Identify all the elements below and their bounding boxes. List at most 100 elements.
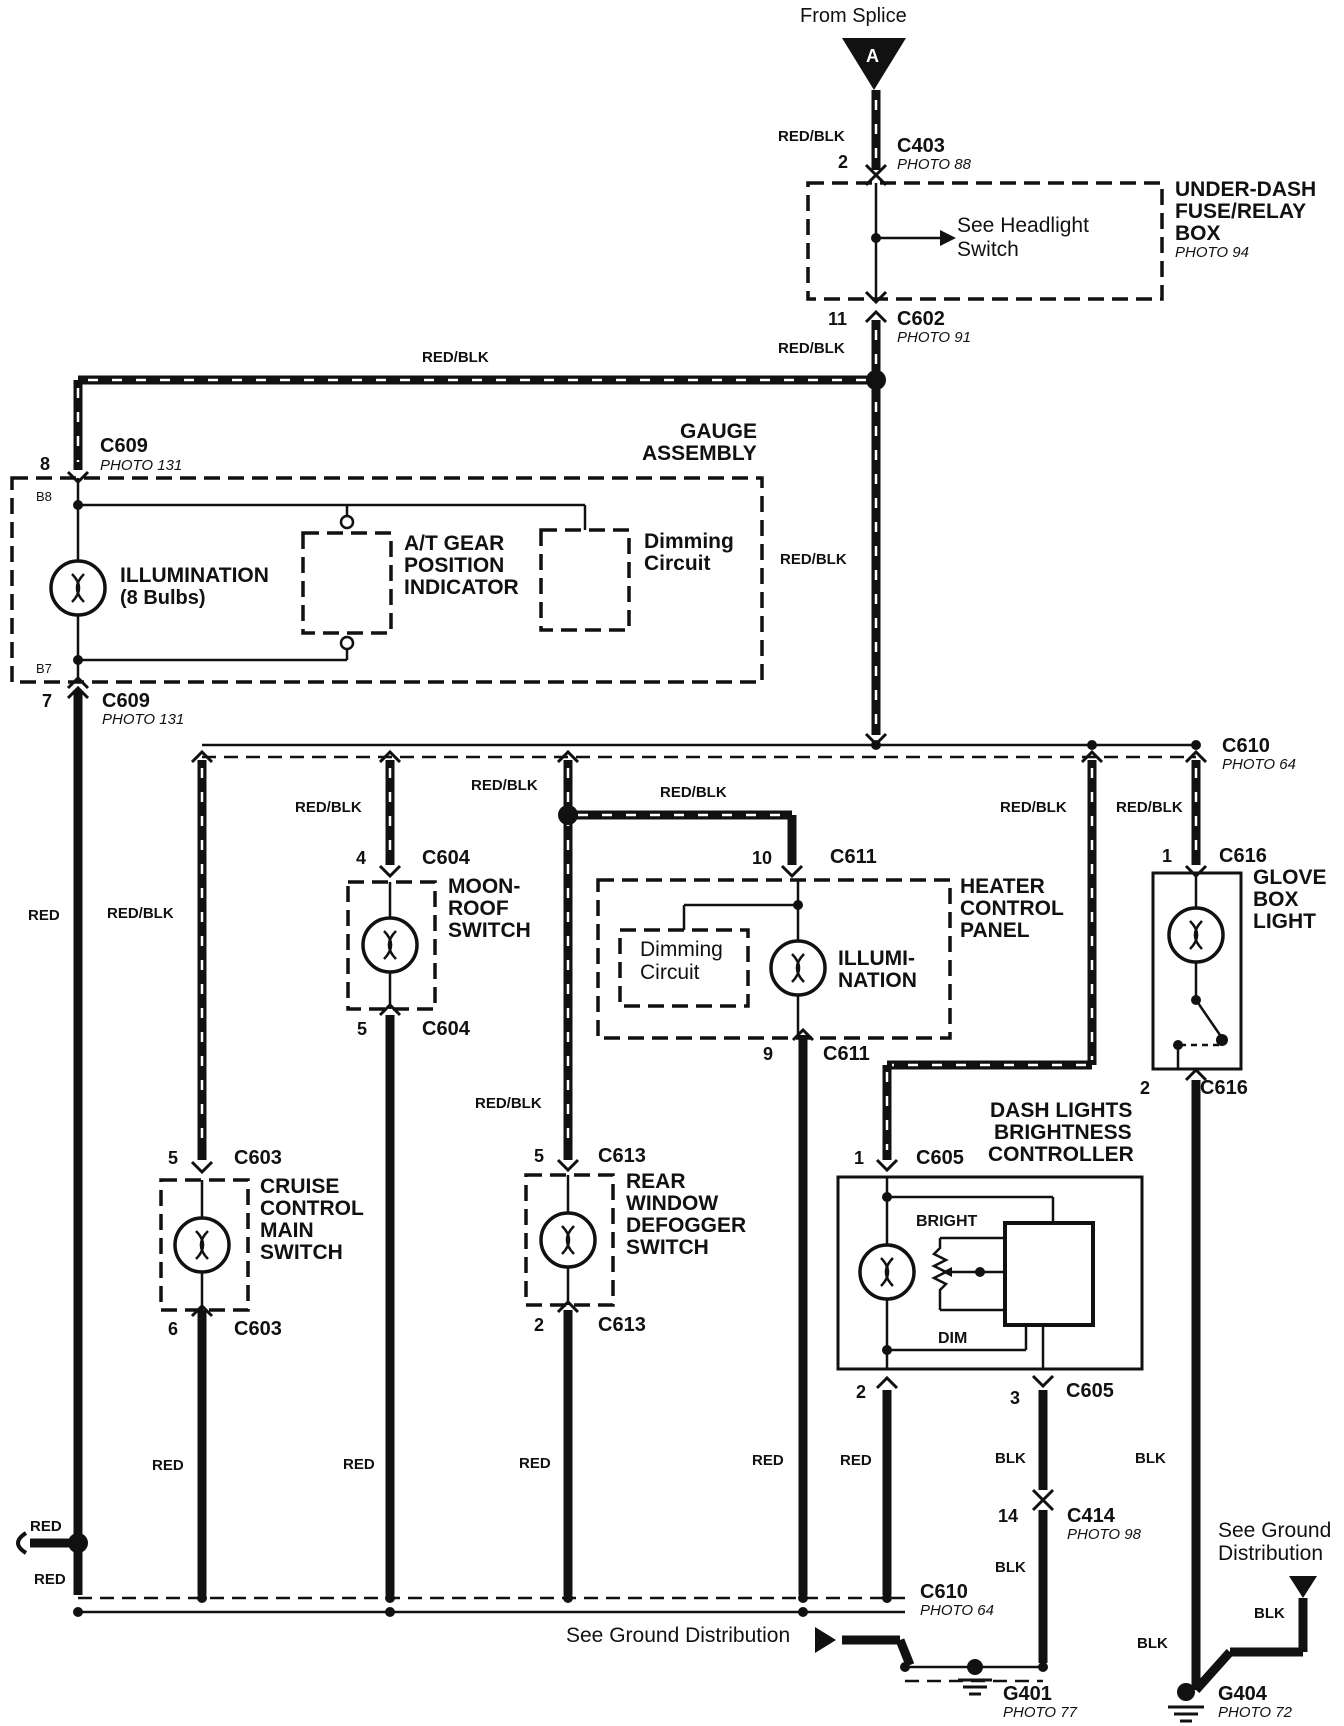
wire-label-redblk-4: RED/BLK (780, 551, 847, 568)
g401-name: G401 (1003, 1683, 1052, 1705)
c609-bot-pin: 7 (42, 691, 52, 711)
wire-label-red-4: RED (519, 1455, 551, 1472)
wire-label-red-1: RED (28, 907, 60, 924)
c616-top-name: C616 (1219, 845, 1267, 867)
dash-ctrl-title-3: CONTROLLER (988, 1143, 1134, 1166)
at-gear-line3: INDICATOR (404, 576, 519, 599)
c609-top-pin: 8 (40, 454, 50, 474)
c611-bot-name: C611 (823, 1043, 870, 1065)
c613-top-name: C613 (598, 1145, 646, 1167)
moonroof-line3: SWITCH (448, 919, 531, 942)
see-ground-right-1: See Ground (1218, 1519, 1331, 1542)
g404-photo: PHOTO 72 (1218, 1704, 1293, 1721)
c609-bot-photo: PHOTO 131 (102, 711, 184, 728)
wire-label-blk-4: BLK (1137, 1635, 1168, 1652)
heater-title-3: PANEL (960, 919, 1030, 942)
c605-top-name: C605 (916, 1147, 964, 1169)
cruise-line3: MAIN (260, 1219, 314, 1242)
gauge-title-2: ASSEMBLY (642, 442, 757, 465)
moonroof-line2: ROOF (448, 897, 509, 920)
c603-top-pin: 5 (168, 1148, 178, 1168)
cruise-line4: SWITCH (260, 1241, 343, 1264)
c616-bot-pin: 2 (1140, 1078, 1150, 1098)
gauge-illum-line2: (8 Bulbs) (120, 587, 206, 609)
c605-top-pin: 1 (854, 1148, 864, 1168)
ground-ref-arrow-icon (815, 1627, 836, 1653)
c603-bot-pin: 6 (168, 1319, 178, 1339)
g404-ground-icon (1168, 1683, 1204, 1723)
from-splice-label: From Splice (800, 5, 907, 27)
fuse-box-title-1: UNDER-DASH (1175, 178, 1316, 201)
gauge-dim-line2: Circuit (644, 552, 711, 575)
c610-bot-photo: PHOTO 64 (920, 1602, 994, 1619)
cruise-line1: CRUISE (260, 1175, 339, 1198)
c605-bot-r-pin: 3 (1010, 1388, 1020, 1408)
wire-label-redblk-2: RED/BLK (778, 340, 845, 357)
rheostat-icon (931, 1238, 949, 1310)
c609-top-name: C609 (100, 435, 148, 457)
c602-pin: 11 (828, 309, 847, 329)
wire-label-redblk-9: RED/BLK (1000, 799, 1067, 816)
glovebox-line3: LIGHT (1253, 910, 1316, 933)
wire-label-blk-3: BLK (1135, 1450, 1166, 1467)
see-headlight-line1: See Headlight (957, 214, 1089, 237)
g404-name: G404 (1218, 1683, 1268, 1705)
c609-top-photo: PHOTO 131 (100, 457, 182, 474)
c604-top-name: C604 (422, 847, 471, 869)
dim-label: DIM (938, 1330, 967, 1347)
c403-photo: PHOTO 88 (897, 156, 972, 173)
heater-dim-line2: Circuit (640, 961, 700, 984)
dash-ctrl-title-1: DASH LIGHTS (990, 1099, 1132, 1122)
c605-bot-l-pin: 2 (856, 1382, 866, 1402)
wire-label-redblk-10: RED/BLK (1116, 799, 1183, 816)
c611-top-name: C611 (830, 846, 877, 868)
see-ground-right-2: Distribution (1218, 1542, 1323, 1565)
svg-text:BOX: BOX (1175, 222, 1221, 245)
wire-label-blk-5: BLK (1254, 1605, 1285, 1622)
g401-photo: PHOTO 77 (1003, 1704, 1078, 1721)
c610-bot-name: C610 (920, 1581, 968, 1603)
c610-top-name: C610 (1222, 735, 1270, 757)
c611-bot-pin: 9 (763, 1044, 773, 1064)
fuse-box-title-3: BOX (1175, 222, 1221, 245)
g401-ground-icon (958, 1659, 992, 1696)
gauge-illum-line1: ILLUMINATION (120, 564, 269, 587)
heater-dim-line1: Dimming (640, 938, 723, 961)
gauge-dimming-circuit-box (539, 528, 631, 632)
heater-control-panel-box (596, 878, 952, 1040)
wire-label-red-2: RED (152, 1457, 184, 1474)
c414-photo: PHOTO 98 (1067, 1526, 1142, 1543)
wire-label-red-7: RED (30, 1518, 62, 1535)
c602-name: C602 (897, 308, 945, 330)
defogger-line4: SWITCH (626, 1236, 709, 1259)
svg-text:See Headlight: See Headlight (957, 214, 1089, 237)
redblk-stripes (76, 100, 1198, 1150)
c603-bot-name: C603 (234, 1318, 282, 1340)
heater-illum-line2: NATION (838, 969, 917, 992)
wire-label-redblk-6: RED/BLK (107, 905, 174, 922)
wire-label-redblk-3: RED/BLK (422, 349, 489, 366)
junction-dots (68, 370, 1201, 1672)
glovebox-line2: BOX (1253, 888, 1299, 911)
heater-title-1: HEATER (960, 875, 1045, 898)
c613-bot-name: C613 (598, 1314, 646, 1336)
c604-top-pin: 4 (356, 848, 366, 868)
bright-label: BRIGHT (916, 1213, 978, 1230)
wire-label-red-6: RED (840, 1452, 872, 1469)
wire-label-blk-2: BLK (995, 1559, 1026, 1576)
at-gear-line2: POSITION (404, 554, 504, 577)
wire-label-redblk-11: RED/BLK (475, 1095, 542, 1112)
moonroof-line1: MOON- (448, 875, 520, 898)
defogger-line2: WINDOW (626, 1192, 718, 1215)
c613-top-pin: 5 (534, 1146, 544, 1166)
c605-bot-r-name: C605 (1066, 1380, 1114, 1402)
c414-name: C414 (1067, 1505, 1116, 1527)
svg-text:FUSE/RELAY: FUSE/RELAY (1175, 200, 1306, 223)
wire-label-red-3: RED (343, 1456, 375, 1473)
fuse-box-photo: PHOTO 94 (1175, 244, 1249, 261)
c403-name: C403 (897, 135, 945, 157)
c604-bot-pin: 5 (357, 1019, 367, 1039)
dash-ctrl-title-2: BRIGHTNESS (994, 1121, 1132, 1144)
c616-top-pin: 1 (1162, 846, 1172, 866)
